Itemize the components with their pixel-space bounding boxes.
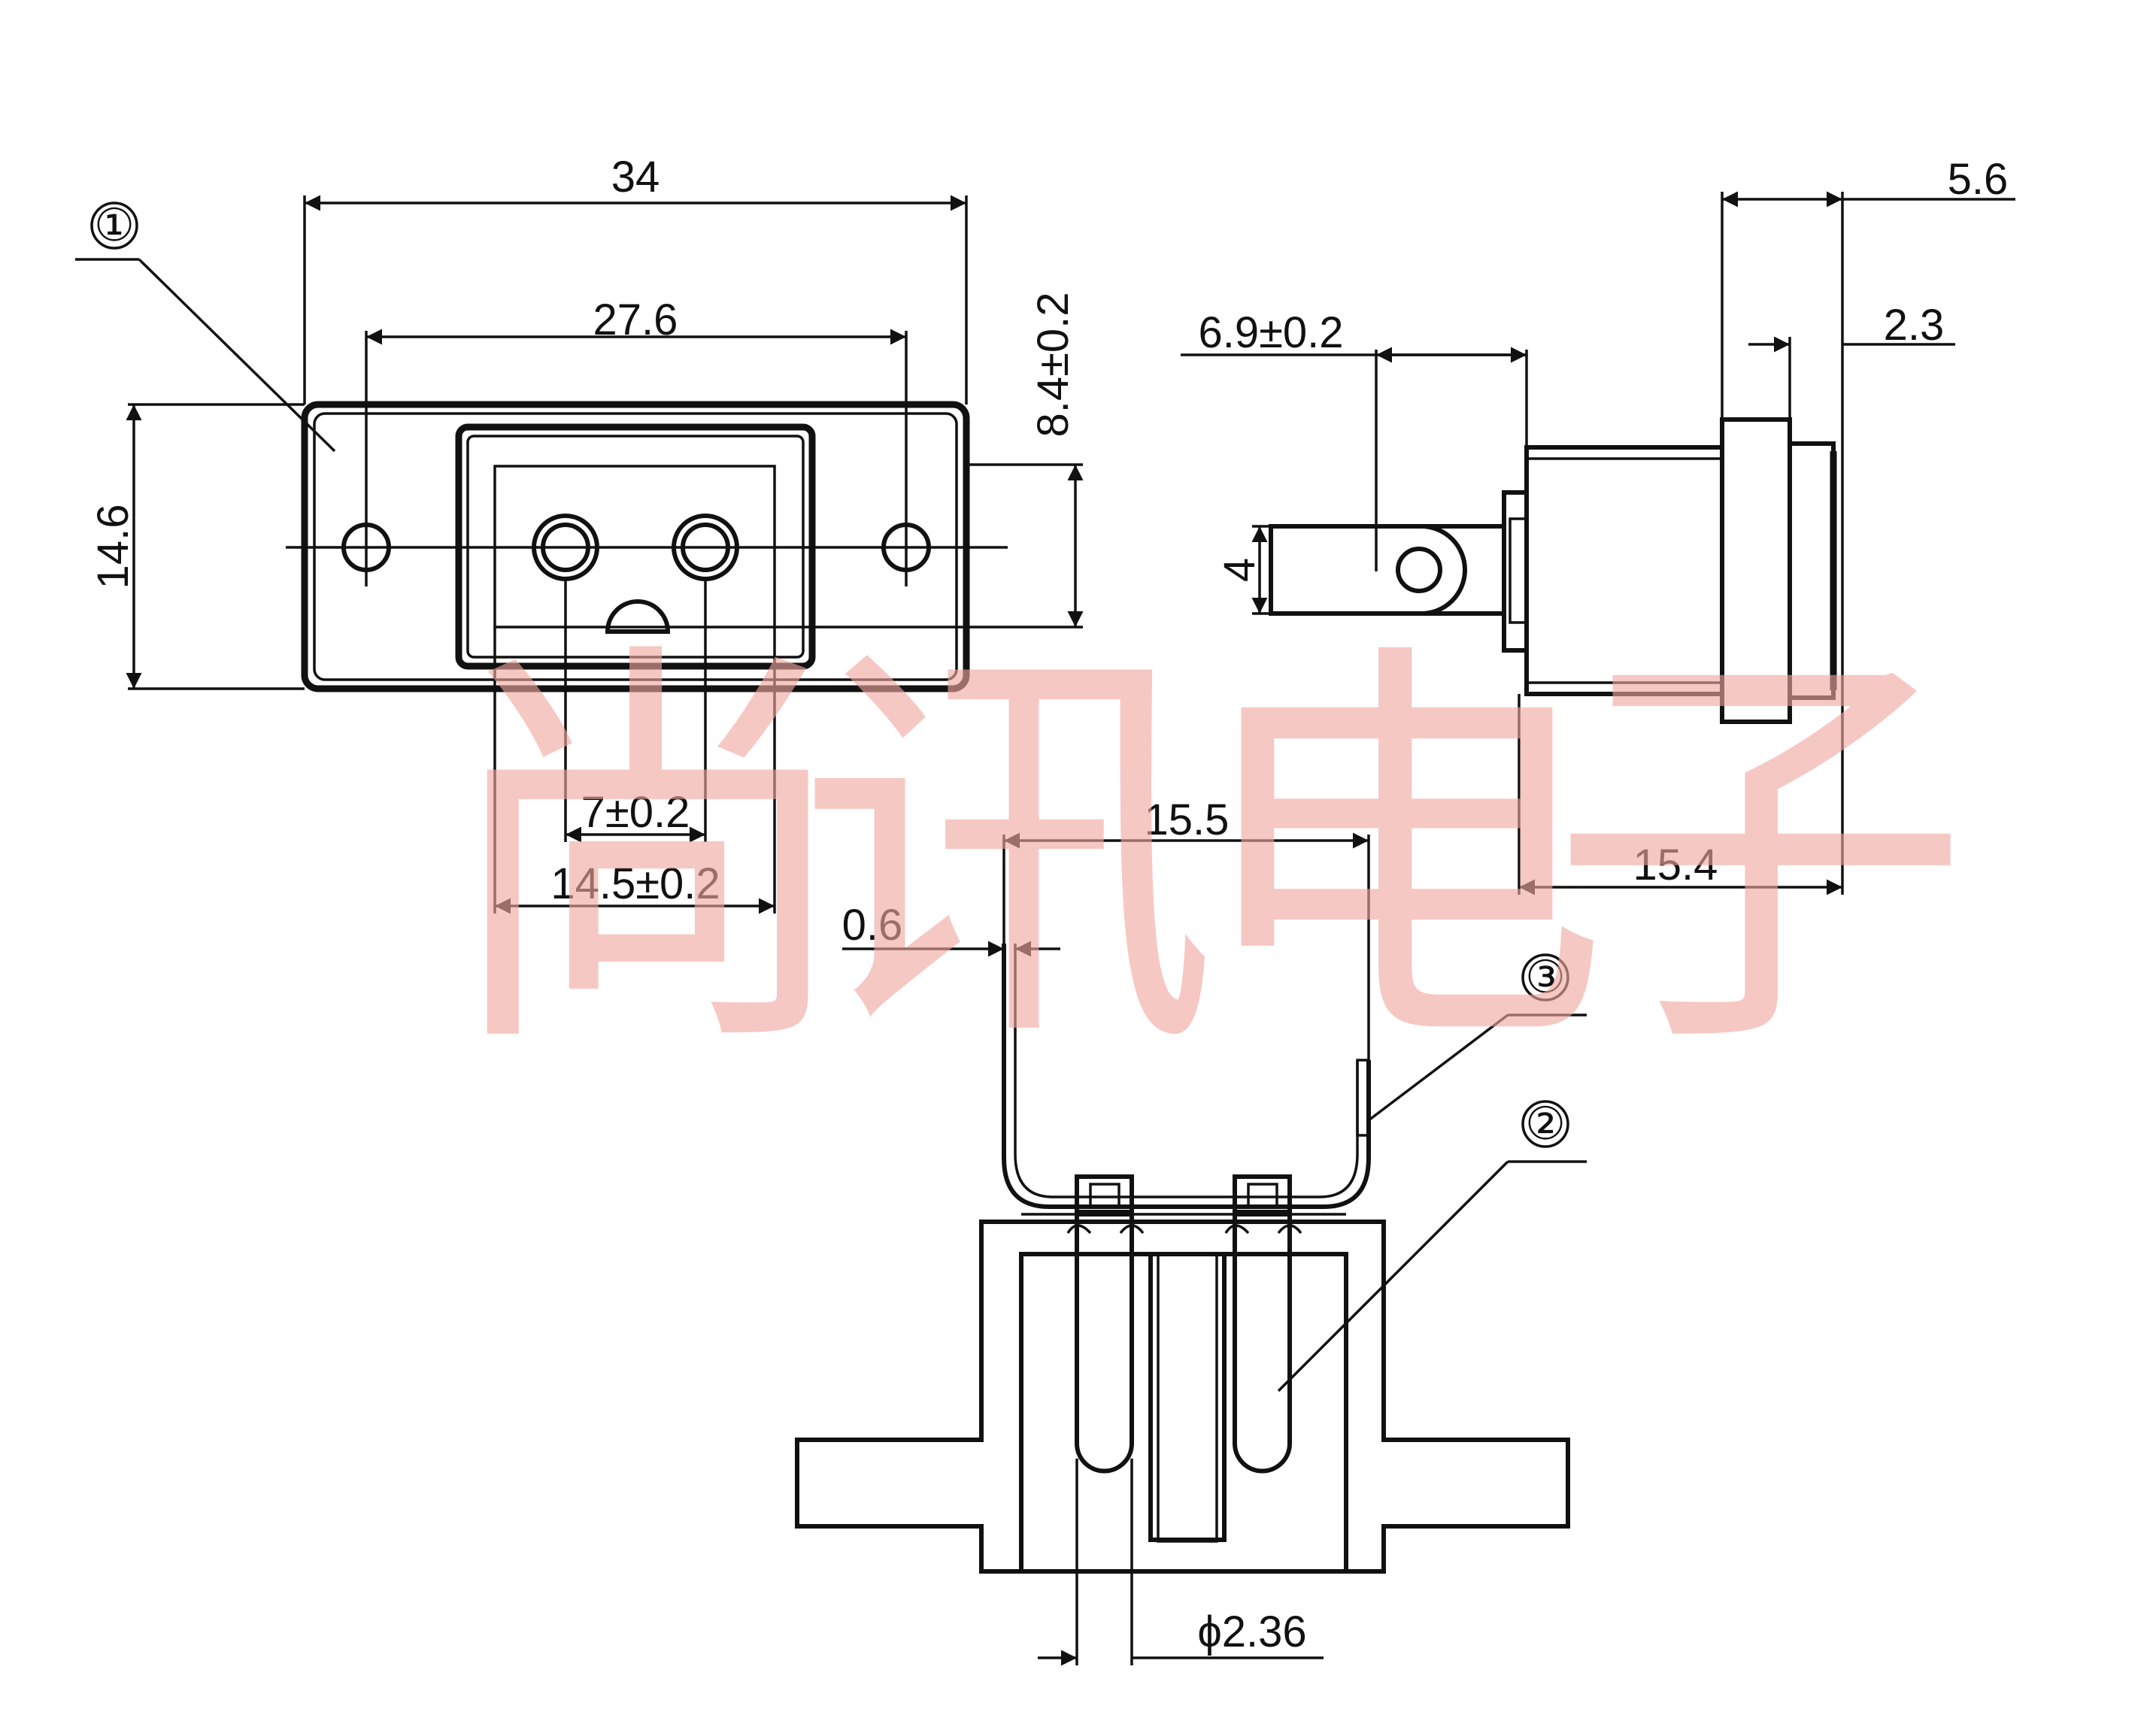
housing-section (795, 1220, 1570, 1574)
dim-pin-diameter: ϕ2.36 (1197, 1607, 1306, 1656)
dim-side-total: 5.6 (1948, 155, 2009, 204)
key-notch (605, 599, 671, 634)
watermark-char-4: 子 (1549, 610, 1970, 1100)
pin-left (1075, 1210, 1134, 1474)
side-view: 5.6 2.3 6.9±0.2 4 15.4 (1181, 155, 2015, 895)
section-view: 15.5 0.6 ϕ2.36 ③ ② (795, 795, 1587, 1666)
dim-body-length: 15.4 (1633, 841, 1718, 889)
dim-pin-pitch: 7±0.2 (581, 788, 690, 837)
callout-2: ② (1525, 1098, 1566, 1149)
callout-3: ③ (1525, 952, 1566, 1002)
watermark-char-2: 讯 (797, 610, 1218, 1100)
dim-opening-width: 14.5±0.2 (550, 859, 720, 908)
pin-right (1233, 1210, 1292, 1474)
watermark-char-3: 电 (1188, 610, 1609, 1100)
dim-terminal-offset: 6.9±0.2 (1198, 308, 1343, 357)
dim-shell-width: 15.5 (1145, 795, 1230, 844)
callout-1: ① (94, 200, 135, 250)
watermark: 尚 讯 电 子 (436, 610, 1970, 1100)
watermark-char-1: 尚 (436, 610, 857, 1100)
dim-side-flange: 2.3 (1884, 301, 1945, 350)
dim-overall-width: 34 (611, 153, 660, 201)
dim-depth: 8.4±0.2 (1029, 292, 1078, 437)
dim-height: 14.6 (89, 504, 138, 589)
front-view: 34 27.6 14.6 8.4±0.2 7±0.2 14.5±0.2 ① (75, 153, 1084, 914)
dim-terminal-width: 4 (1215, 558, 1264, 582)
dim-hole-pitch: 27.6 (593, 295, 678, 344)
terminal-tab (1269, 524, 1467, 616)
dim-shell-thickness: 0.6 (842, 901, 903, 950)
metal-shell (1002, 944, 1371, 1209)
